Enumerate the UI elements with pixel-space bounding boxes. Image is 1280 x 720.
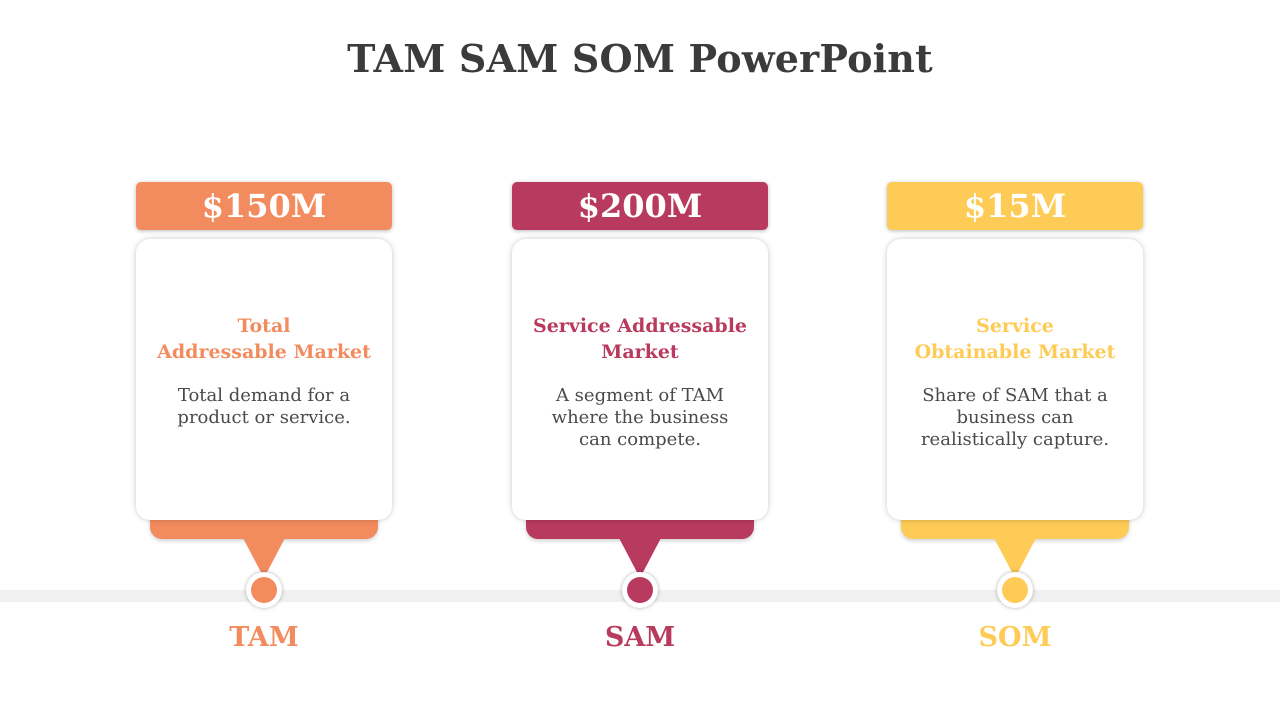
pointer-triangle (243, 538, 285, 578)
description-line: product or service. (177, 407, 351, 428)
market-column-sam: Service Addressable Market A segment of … (512, 0, 770, 720)
timeline-dot (627, 577, 653, 603)
description-line: Total demand for a (177, 385, 351, 406)
timeline-marker (997, 572, 1033, 608)
card-heading-line: Service (976, 315, 1054, 337)
market-acronym: SOM (978, 622, 1052, 653)
card-heading-line: Market (601, 341, 679, 363)
info-card: Service Obtainable Market Share of SAM t… (887, 239, 1143, 520)
card-heading-line: Addressable Market (157, 341, 371, 363)
card-description: A segment of TAM where the business can … (536, 385, 744, 451)
description-line: realistically capture. (920, 429, 1110, 450)
pointer-triangle (619, 538, 661, 578)
card-heading: Total Addressable Market (146, 313, 382, 365)
description-line: business can (956, 407, 1074, 428)
market-column-som: Service Obtainable Market Share of SAM t… (887, 0, 1145, 720)
timeline-dot (1002, 577, 1028, 603)
card-heading-line: Total (237, 315, 291, 337)
card-heading-line: Service Addressable (532, 315, 748, 337)
timeline-dot (251, 577, 277, 603)
info-card: Total Addressable Market Total demand fo… (136, 239, 392, 520)
value-tab: $15M (887, 182, 1143, 230)
card-description: Share of SAM that a business can realist… (911, 385, 1119, 451)
card-heading-line: Obtainable Market (914, 341, 1116, 363)
description-line: Share of SAM that a (922, 385, 1108, 406)
info-card: Service Addressable Market A segment of … (512, 239, 768, 520)
value-tab: $150M (136, 182, 392, 230)
market-acronym: SAM (604, 622, 676, 653)
slide-title: TAM SAM SOM PowerPoint (347, 36, 933, 81)
card-description: Total demand for a product or service. (160, 385, 368, 429)
description-line: can compete. (579, 429, 701, 450)
description-line: A segment of TAM (555, 385, 725, 406)
market-acronym: TAM (229, 622, 299, 653)
card-heading: Service Addressable Market (522, 313, 758, 365)
market-column-tam: Total Addressable Market Total demand fo… (136, 0, 394, 720)
value-tab: $200M (512, 182, 768, 230)
description-line: where the business (551, 407, 729, 428)
timeline-marker (246, 572, 282, 608)
card-heading: Service Obtainable Market (897, 313, 1133, 365)
timeline-marker (622, 572, 658, 608)
pointer-triangle (994, 538, 1036, 578)
